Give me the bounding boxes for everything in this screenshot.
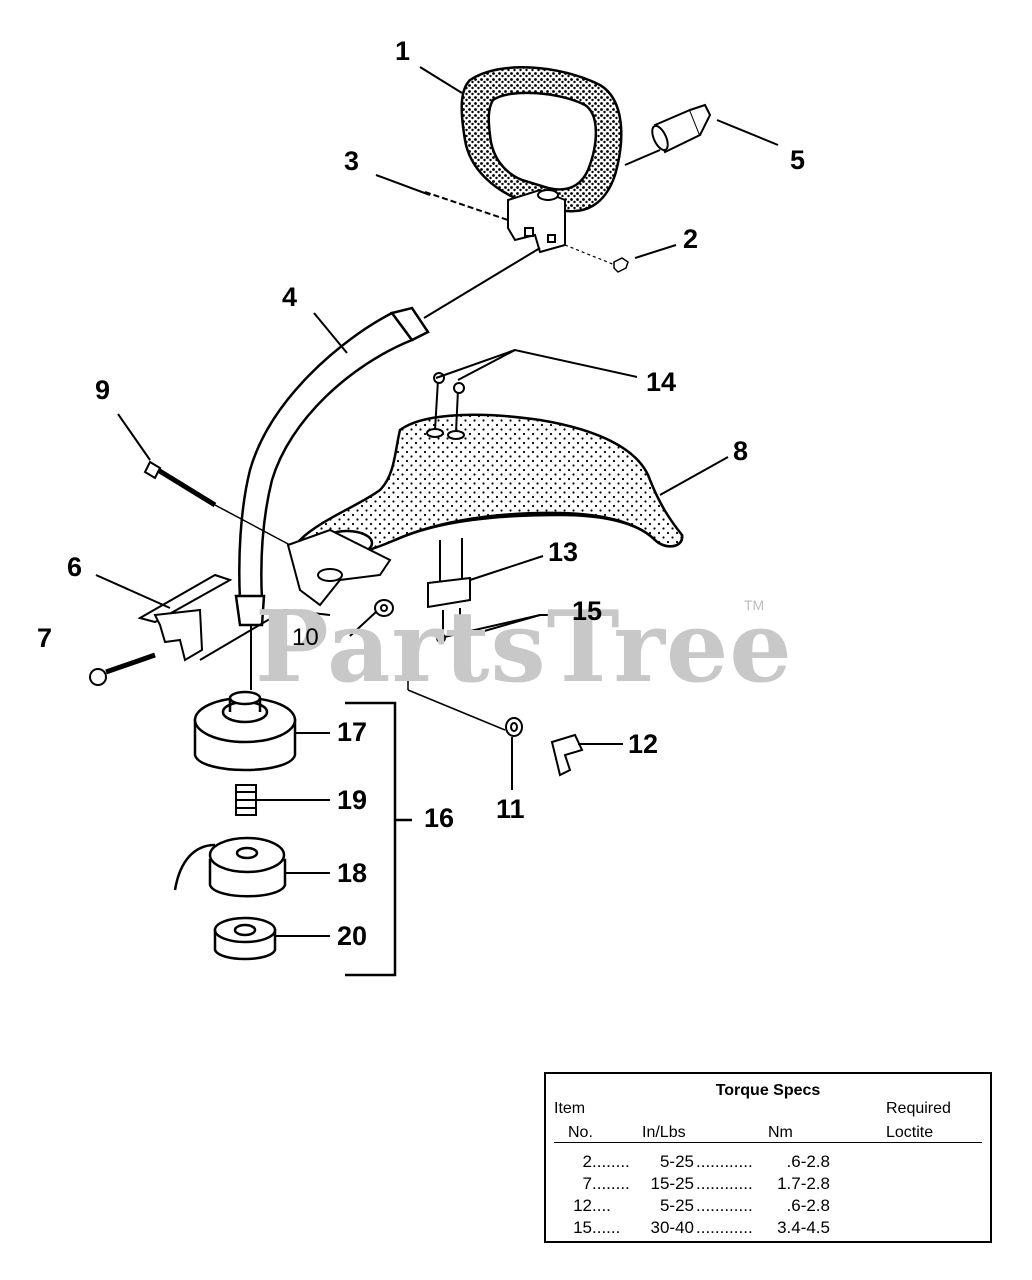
- row-leader-dots: ............: [696, 1218, 753, 1237]
- bracket-13: [427, 538, 471, 643]
- shaft-part: [234, 306, 430, 627]
- row-leader-dots: ........: [592, 1174, 630, 1193]
- row-nm: .6-2.8: [786, 1152, 830, 1171]
- header-inlbs: In/Lbs: [642, 1124, 686, 1141]
- clamp-6: [137, 573, 331, 662]
- row-leader-dots: ............: [696, 1174, 753, 1193]
- callout-11: 11: [496, 794, 525, 824]
- callout-10: 10: [292, 624, 319, 651]
- callout-18: 18: [337, 858, 368, 888]
- row-nm: 3.4-4.5: [777, 1218, 830, 1237]
- row-leader-dots: ........: [592, 1152, 630, 1171]
- screw-3: [424, 191, 509, 221]
- callout-16: 16: [424, 803, 455, 833]
- torque-table-title: Torque Specs: [715, 1082, 821, 1099]
- row-inlbs: 30-40: [650, 1218, 694, 1237]
- cap-20: [213, 916, 277, 961]
- table-row: 15 ...... 30-40 ............ 3.4-4.5: [546, 1219, 990, 1239]
- row-leader-dots: ............: [696, 1152, 753, 1171]
- header-nm: Nm: [768, 1124, 793, 1141]
- callout-14: 14: [646, 367, 677, 397]
- washer-10: [374, 599, 394, 617]
- row-item: 12: [573, 1196, 592, 1215]
- header-no: No.: [568, 1124, 593, 1141]
- row-nm: .6-2.8: [786, 1196, 830, 1215]
- callout-12: 12: [628, 729, 659, 759]
- spool-18: [173, 836, 287, 898]
- hub-17: [193, 690, 297, 772]
- guard-part: [298, 413, 684, 559]
- callout-5: 5: [790, 145, 806, 175]
- wire-5: [624, 103, 712, 166]
- header-item: Item: [554, 1100, 586, 1117]
- row-leader-dots: ......: [592, 1218, 621, 1237]
- trademark-symbol: TM: [744, 597, 765, 613]
- bolt-9: [143, 460, 217, 508]
- header-loctite: Loctite: [886, 1124, 934, 1141]
- nut-2: [564, 244, 616, 266]
- callout-19: 19: [337, 785, 368, 815]
- callout-15: 15: [572, 596, 603, 626]
- row-inlbs: 5-25: [659, 1196, 694, 1215]
- watermark-partstree: PartsTree: [255, 590, 793, 705]
- assembly-bracket-16: [345, 701, 412, 977]
- callout-20: 20: [337, 921, 368, 951]
- clip-12: [550, 733, 584, 777]
- table-row: 7 ........ 15-25 ............ 1.7-2.8: [546, 1175, 990, 1195]
- row-nm: 1.7-2.8: [777, 1174, 830, 1193]
- torque-specs-table: Torque Specs Item Required No. In/Lbs Nm…: [544, 1072, 992, 1243]
- table-row: 2 ........ 5-25 ............ .6-2.8: [546, 1153, 990, 1173]
- table-divider: [554, 1142, 982, 1143]
- leader-lines: [95, 66, 779, 937]
- row-item: 2: [582, 1152, 592, 1171]
- spring-19: [235, 784, 257, 816]
- callout-3: 3: [344, 146, 360, 176]
- row-inlbs: 15-25: [650, 1174, 694, 1193]
- callout-8: 8: [733, 436, 749, 466]
- row-item: 7: [582, 1174, 592, 1193]
- callout-1: 1: [395, 36, 411, 66]
- row-inlbs: 5-25: [659, 1152, 694, 1171]
- row-leader-dots: ....: [592, 1196, 611, 1215]
- callout-7: 7: [37, 623, 53, 653]
- row-leader-dots: ............: [696, 1196, 753, 1215]
- handle-part: [460, 66, 623, 213]
- guard-bracket: [286, 528, 392, 607]
- washer-11: [505, 717, 523, 737]
- callout-6: 6: [67, 552, 83, 582]
- header-required: Required: [886, 1100, 951, 1117]
- row-item: 15: [573, 1218, 592, 1237]
- callout-13: 13: [548, 537, 579, 567]
- callout-4: 4: [282, 282, 298, 312]
- callout-9: 9: [95, 375, 111, 405]
- handle-clamp: [507, 188, 566, 254]
- callout-2: 2: [683, 224, 699, 254]
- table-row: 12 .... 5-25 ............ .6-2.8: [546, 1197, 990, 1217]
- callout-17: 17: [337, 717, 368, 747]
- bolt-7: [89, 652, 156, 686]
